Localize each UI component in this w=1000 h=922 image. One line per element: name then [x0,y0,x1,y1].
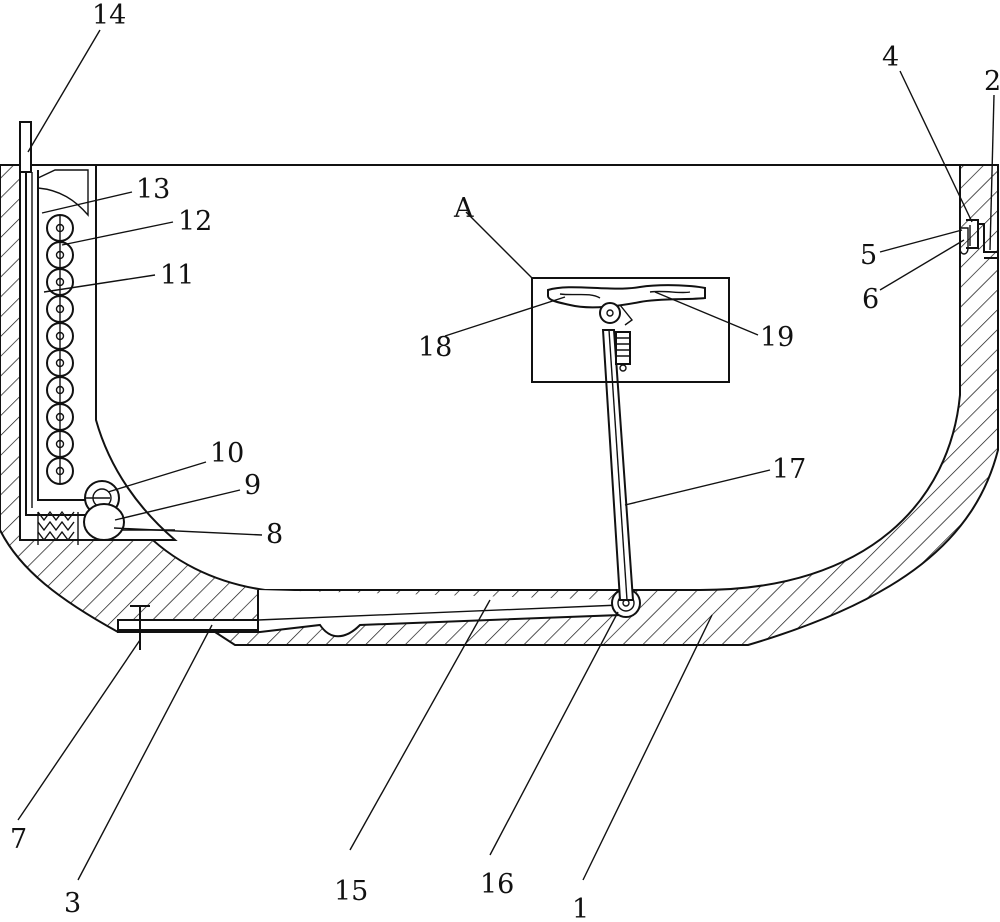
label-18: 18 [418,332,452,363]
lever-18-19 [547,284,706,372]
label-3: 3 [64,888,81,919]
label-2: 2 [984,66,1000,97]
label-12: 12 [178,206,212,237]
label-9: 9 [244,470,261,501]
label-4: 4 [882,42,899,73]
label-5: 5 [860,240,877,271]
label-16: 16 [480,869,514,900]
label-1: 1 [572,894,589,922]
label-6: 6 [862,284,879,315]
label-15: 15 [334,876,368,907]
leader-lines [17,29,995,881]
label-13: 13 [136,174,170,205]
arm-17 [601,329,635,601]
detail-box-a [531,277,730,383]
rod-14 [19,121,32,173]
housing-cavity [95,164,961,591]
label-19: 19 [760,322,794,353]
housing [0,164,999,646]
bolt-7 [130,605,150,650]
spring-8 [37,510,79,545]
drain-channel [117,590,621,638]
label-7: 7 [10,824,27,855]
label-11: 11 [160,260,194,291]
channel-top-guide [37,169,89,217]
fitting-right [959,219,999,259]
label-8: 8 [266,519,283,550]
label-17: 17 [772,454,806,485]
label-14: 14 [92,0,126,31]
cam-9 [83,503,125,541]
part-labels: 14 13 12 11 10 9 8 A 18 19 17 4 2 5 6 7 … [10,0,1000,922]
label-10: 10 [210,438,244,469]
roller-stack [46,214,74,485]
label-a: A [453,193,474,224]
